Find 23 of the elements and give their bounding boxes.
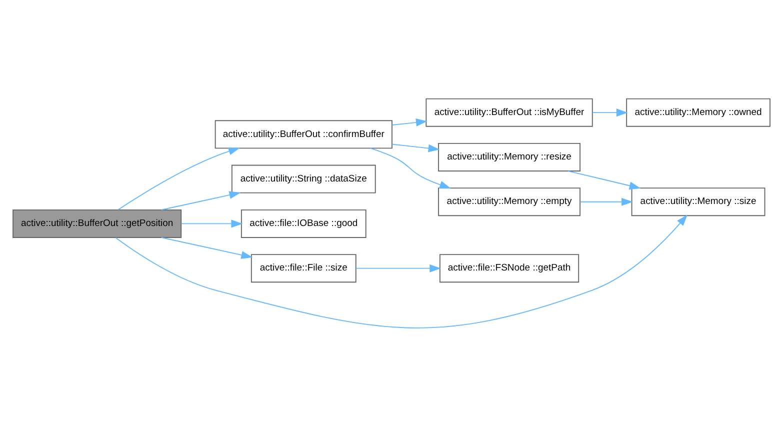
arrow xyxy=(392,118,428,126)
arrow xyxy=(180,220,243,228)
node-box: active::file::IOBase ::good xyxy=(240,209,366,238)
arrow xyxy=(356,264,442,272)
node-box: active::utility::BufferOut ::isMyBuffer xyxy=(426,98,593,127)
node-box: active::utility::String ::dataSize xyxy=(231,164,376,194)
node-box: active::utility::Memory ::empty xyxy=(438,188,580,216)
arrow xyxy=(580,198,633,206)
arrow xyxy=(592,108,628,117)
node-box: active::file::FSNode ::getPath xyxy=(439,254,580,283)
node-box: active::utility::Memory ::owned xyxy=(626,98,770,127)
arrow xyxy=(118,147,240,210)
arrow xyxy=(370,148,451,189)
arrow xyxy=(115,214,688,328)
node-box: active::utility::BufferOut ::confirmBuffer xyxy=(214,120,392,149)
arrow xyxy=(568,170,641,190)
arrow xyxy=(160,237,253,259)
node-box: active::utility::Memory ::size xyxy=(631,188,766,216)
arrow xyxy=(160,191,241,210)
arrow xyxy=(392,144,440,152)
node-box: active::utility::Memory ::resize xyxy=(438,142,580,172)
node-box: active::utility::BufferOut ::getPosition xyxy=(12,209,182,238)
node-box: active::file::File ::size xyxy=(250,254,356,283)
